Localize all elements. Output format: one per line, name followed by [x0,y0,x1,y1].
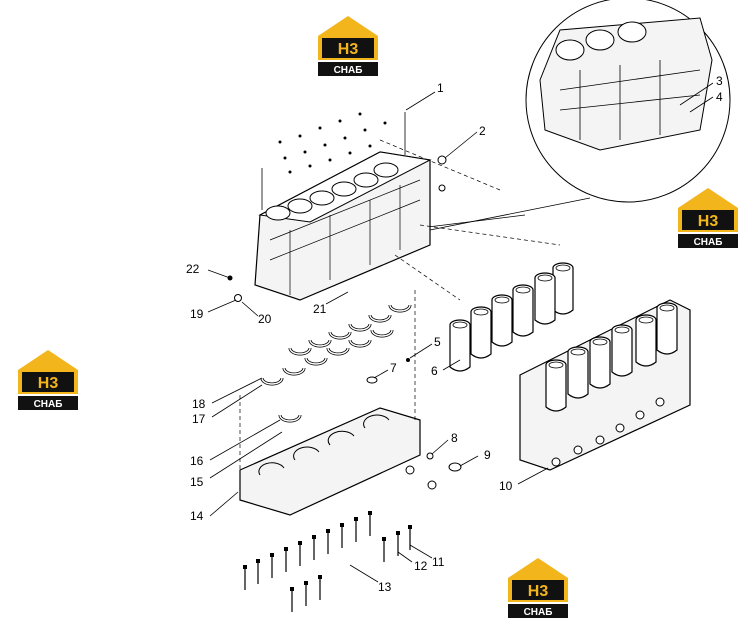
callout-7: 7 [390,361,397,375]
callout-11: 11 [432,555,445,569]
callout-4: 4 [716,90,723,104]
logo-mark: H3 [38,375,59,392]
callout-10: 10 [499,479,513,493]
logo-mark: H3 [338,41,359,58]
callout-13: 13 [378,580,392,594]
main-bearing-bolts [242,510,413,613]
callout-20: 20 [258,312,272,326]
callout-14: 14 [190,509,204,523]
main-bearing-shells [260,303,412,423]
logo-mark: H3 [528,583,549,600]
callout-21: 21 [313,302,327,316]
block-with-liners [519,299,691,471]
callout-19: 19 [190,307,204,321]
callout-3: 3 [716,74,723,88]
callout-22: 22 [186,262,200,276]
bolt-dot-array [278,112,387,174]
callout-16: 16 [190,454,204,468]
callout-18: 18 [192,397,206,411]
callout-leaders [207,82,714,583]
callout-15: 15 [190,475,204,489]
cylinder-block [254,151,432,301]
callout-5: 5 [434,335,441,349]
brand-logo: H3 CHAБ [508,558,568,618]
detail-zoom-circle [419,0,731,233]
callout-8: 8 [451,431,458,445]
callout-17: 17 [192,412,206,426]
callout-labels: 1 2 3 4 5 6 7 8 9 10 11 12 13 14 15 16 1… [186,74,723,594]
logo-mark: H3 [698,213,719,230]
brand-logo: H3 CHAБ [678,188,738,248]
logo-word: CHAБ [524,607,553,618]
brand-logo: H3 CHAБ [318,16,378,76]
cylinder-liners [449,262,574,372]
callout-6: 6 [431,364,438,378]
logo-word: CHAБ [334,65,363,76]
callout-9: 9 [484,448,491,462]
callout-1: 1 [437,81,444,95]
logo-word: CHAБ [34,399,63,410]
bearing-ladder [239,358,462,516]
callout-2: 2 [479,124,486,138]
logo-word: CHAБ [694,237,723,248]
brand-logo: H3 CHAБ [18,350,78,410]
callout-12: 12 [414,559,428,573]
